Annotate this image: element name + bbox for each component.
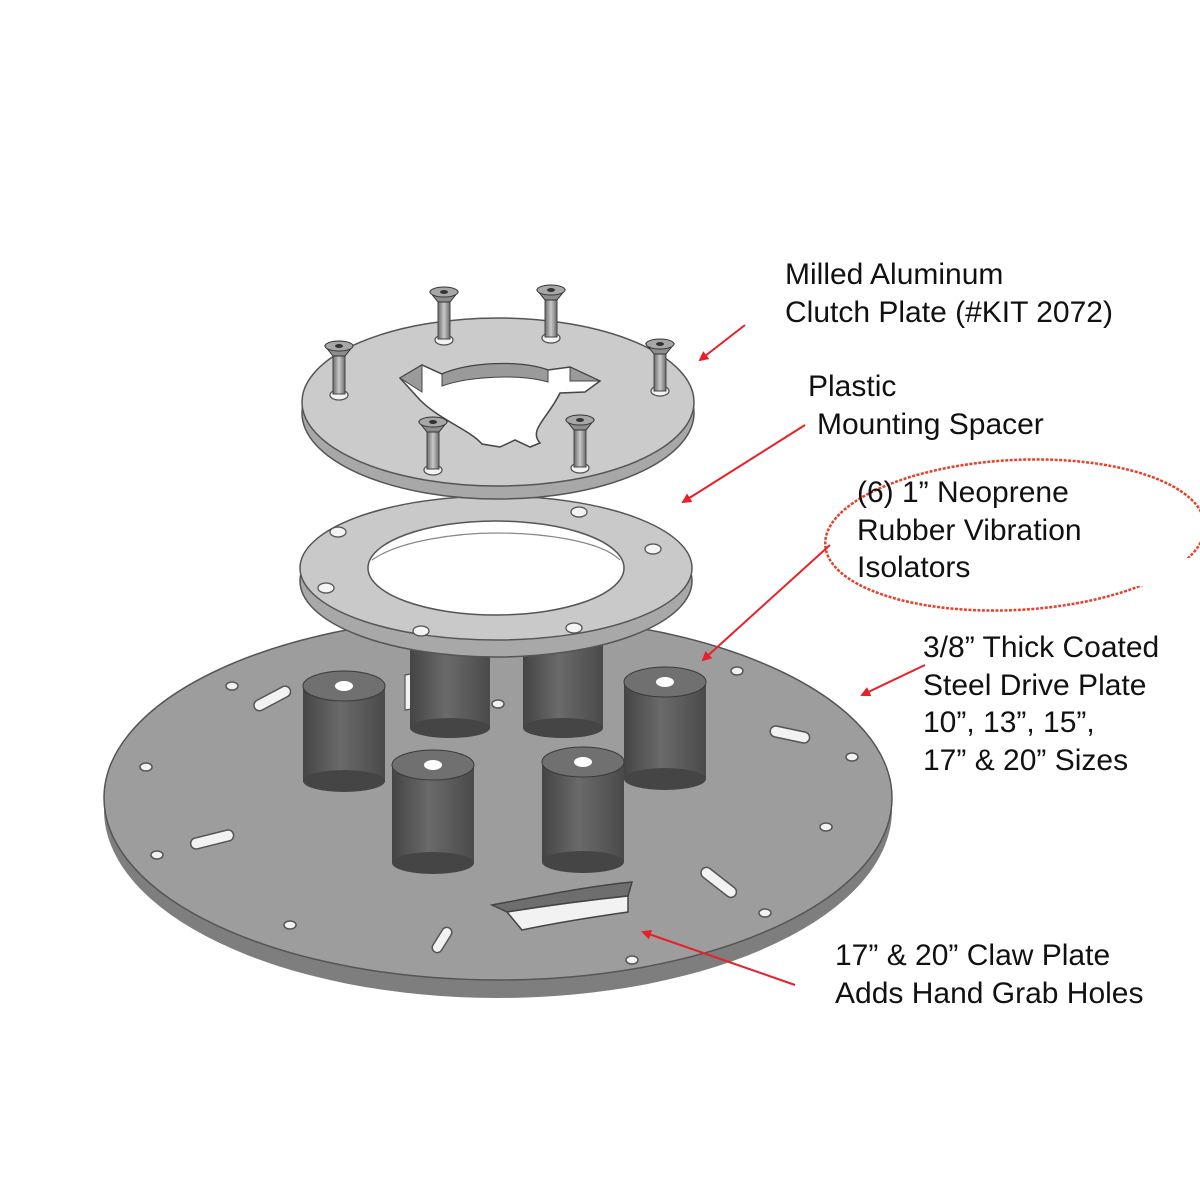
callout-line: Adds Hand Grab Holes [835, 976, 1144, 1010]
red-arrow-icon [860, 664, 926, 697]
isolator [302, 670, 386, 792]
countersunk-bolt-icon [417, 416, 449, 470]
callout-steel-drive-plate: 3/8” Thick Coated Steel Drive Plate 10”,… [923, 629, 1159, 779]
milled-aluminum-clutch-plate [301, 317, 695, 500]
spacer-holes [317, 506, 662, 637]
isolator [623, 666, 707, 790]
callout-line: Plastic [808, 370, 897, 403]
isolator [541, 746, 625, 873]
callout-clutch-plate: Milled Aluminum Clutch Plate (#KIT 2072) [785, 256, 1113, 331]
callout-line: Clutch Plate (#KIT 2072) [785, 295, 1113, 329]
callout-vibration-isolators: (6) 1” Neoprene Rubber Vibration Isolato… [857, 474, 1082, 587]
callout-line: Rubber Vibration [857, 513, 1082, 547]
callout-mounting-spacer: Plastic Mounting Spacer [808, 368, 1044, 443]
drive-plate-slots [189, 685, 811, 954]
countersunk-bolt-icon [644, 338, 676, 392]
countersunk-bolts [323, 284, 676, 470]
countersunk-bolt-icon [564, 414, 596, 468]
callout-claw-plate: 17” & 20” Claw Plate Adds Hand Grab Hole… [835, 937, 1144, 1012]
callout-line: Milled Aluminum [785, 258, 1004, 291]
countersunk-bolt-icon [428, 286, 460, 340]
plastic-mounting-spacer [299, 495, 693, 658]
isolator [391, 749, 475, 874]
callout-line: 17” & 20” Sizes [923, 743, 1129, 777]
highlight-ellipse [823, 458, 1200, 612]
countersunk-bolt-icon [323, 340, 355, 395]
callout-line: Mounting Spacer [817, 407, 1044, 441]
red-arrow-icon [681, 424, 806, 504]
callout-line: (6) 1” Neoprene [857, 476, 1069, 509]
red-arrow-icon [641, 929, 796, 986]
callout-line: Steel Drive Plate [923, 668, 1147, 702]
callout-line: Isolators [857, 551, 971, 584]
erased-text-patch [990, 558, 1195, 586]
drive-plate-holes [139, 666, 859, 965]
countersunk-bolt-icon [535, 284, 567, 338]
callout-line: 10”, 13”, 15”, [923, 706, 1095, 739]
callout-line: 3/8” Thick Coated [923, 631, 1160, 664]
red-arrow-icon [701, 544, 831, 662]
steel-drive-plate [103, 615, 893, 998]
red-arrow-icon [698, 324, 746, 362]
callout-line: 17” & 20” Claw Plate [835, 939, 1111, 972]
